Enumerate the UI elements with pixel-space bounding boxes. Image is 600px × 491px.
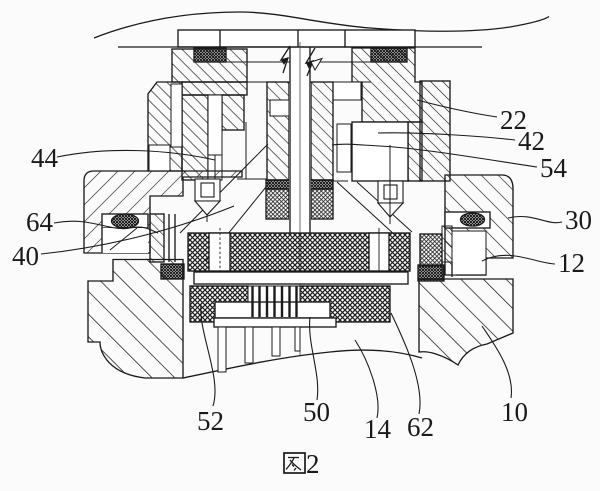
svg-text:42: 42: [518, 126, 545, 156]
svg-text:40: 40: [12, 241, 39, 271]
svg-text:54: 54: [540, 153, 568, 183]
svg-text:22: 22: [500, 105, 527, 135]
svg-text:50: 50: [303, 397, 330, 427]
svg-text:44: 44: [31, 143, 59, 173]
svg-text:62: 62: [407, 412, 434, 442]
svg-text:14: 14: [364, 414, 392, 444]
svg-text:52: 52: [197, 406, 224, 436]
svg-text:30: 30: [565, 205, 592, 235]
svg-text:10: 10: [501, 397, 528, 427]
svg-text:2: 2: [306, 449, 320, 479]
svg-text:64: 64: [26, 207, 54, 237]
svg-text:12: 12: [558, 248, 585, 278]
